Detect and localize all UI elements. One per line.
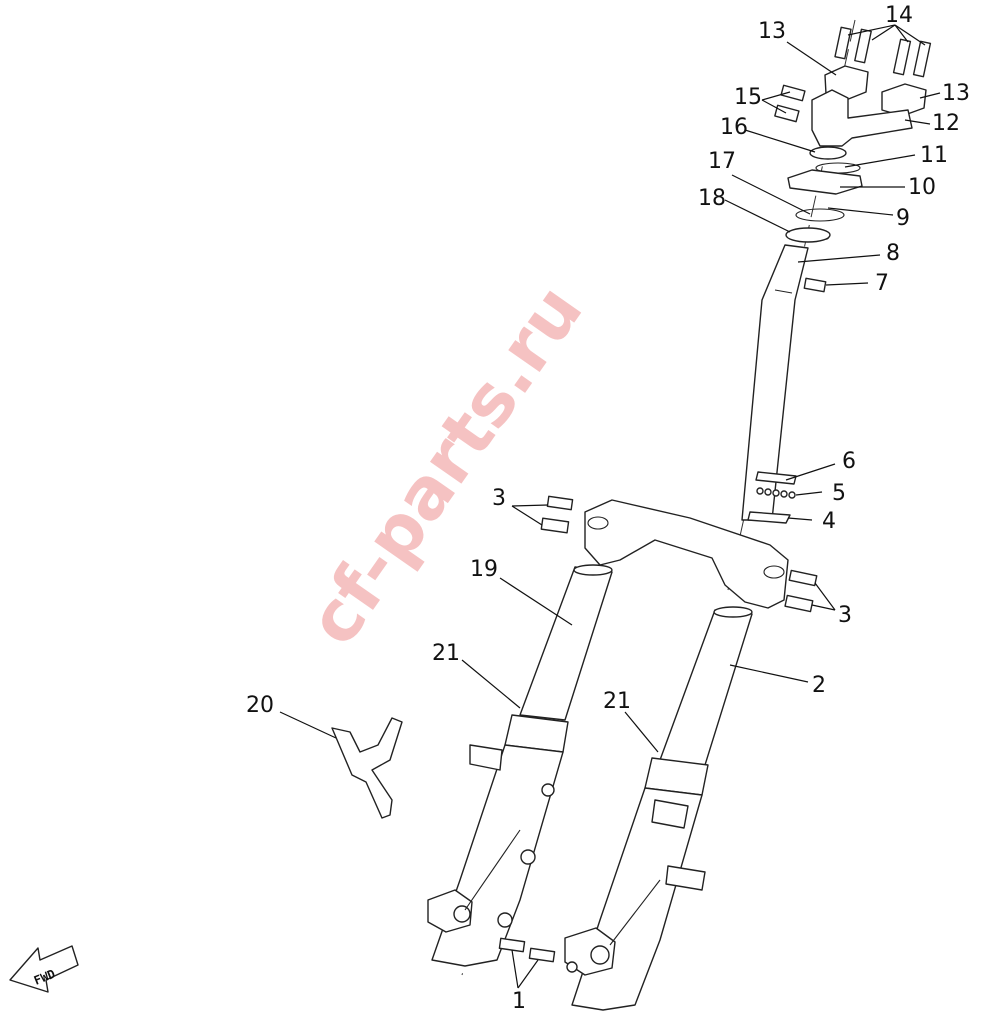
callout-21b: 21: [603, 689, 631, 714]
right-fender-mount: [651, 799, 689, 829]
triple-clamp-bolts: [540, 495, 818, 613]
callout-13b: 13: [942, 81, 970, 106]
bearing-cover: [795, 208, 845, 222]
right-axle-hole: [590, 945, 610, 965]
callout-14: 14: [885, 3, 913, 28]
right-brake-mount: [665, 865, 706, 891]
holder-bolts: [774, 84, 806, 123]
right-leg-rib: [609, 879, 661, 946]
left-inner-tube: [519, 566, 613, 721]
callout-3b: 3: [838, 603, 852, 628]
clamp-hole-right: [763, 565, 785, 579]
left-mount-boss-2: [520, 849, 536, 865]
left-mount-boss-1: [541, 783, 555, 797]
callout-9: 9: [896, 206, 910, 231]
watermark: cf-parts.ru: [292, 271, 599, 660]
callout-19: 19: [470, 557, 498, 582]
callout-10: 10: [908, 175, 936, 200]
callout-11: 11: [920, 143, 948, 168]
lower-race: [747, 511, 791, 524]
callout-1: 1: [512, 989, 526, 1014]
stem-edge: [774, 289, 793, 294]
callout-17: 17: [708, 149, 736, 174]
stem-bolt: [803, 277, 827, 293]
callout-16: 16: [720, 115, 748, 140]
mounting-bracket: [331, 717, 403, 819]
lower-bearing-balls: [756, 487, 796, 499]
lock-nut: [809, 146, 847, 160]
left-leg-rib: [464, 829, 521, 911]
clamp-hole-left: [587, 516, 609, 530]
lower-seal: [755, 471, 797, 485]
callout-7: 7: [875, 271, 889, 296]
callout-labels: 1 2 3 3 4 5 6 7 8 9 10 11 12 13 13 14 15…: [246, 3, 970, 1014]
forward-direction-arrow: FWD: [9, 945, 79, 993]
callout-21a: 21: [432, 641, 460, 666]
right-tube-top: [713, 606, 753, 618]
callout-8: 8: [886, 241, 900, 266]
adjusting-nut: [787, 169, 863, 195]
right-mount-boss: [566, 961, 578, 973]
left-mount-boss-3: [497, 912, 513, 928]
callout-6: 6: [842, 449, 856, 474]
callout-15: 15: [734, 85, 762, 110]
lower-triple-clamp: [584, 499, 789, 609]
left-axle-hole: [453, 905, 471, 923]
bearing-race: [785, 227, 831, 243]
callout-4: 4: [822, 509, 836, 534]
callout-2: 2: [812, 673, 826, 698]
leader-lines: [279, 24, 941, 989]
left-fender-mount: [469, 744, 503, 771]
callout-3a: 3: [492, 486, 506, 511]
axle-clamp-bolts: [498, 937, 556, 963]
callout-20: 20: [246, 693, 274, 718]
upper-clamp-right: [881, 83, 927, 117]
callout-18: 18: [698, 186, 726, 211]
handlebar-bolts: [834, 26, 932, 78]
callout-5: 5: [832, 481, 846, 506]
left-tube-top: [573, 564, 613, 576]
left-outer-tube: [431, 744, 564, 967]
handlebar-holder: [811, 89, 913, 147]
callout-12: 12: [932, 111, 960, 136]
callout-13a: 13: [758, 19, 786, 44]
right-inner-tube: [659, 609, 753, 766]
